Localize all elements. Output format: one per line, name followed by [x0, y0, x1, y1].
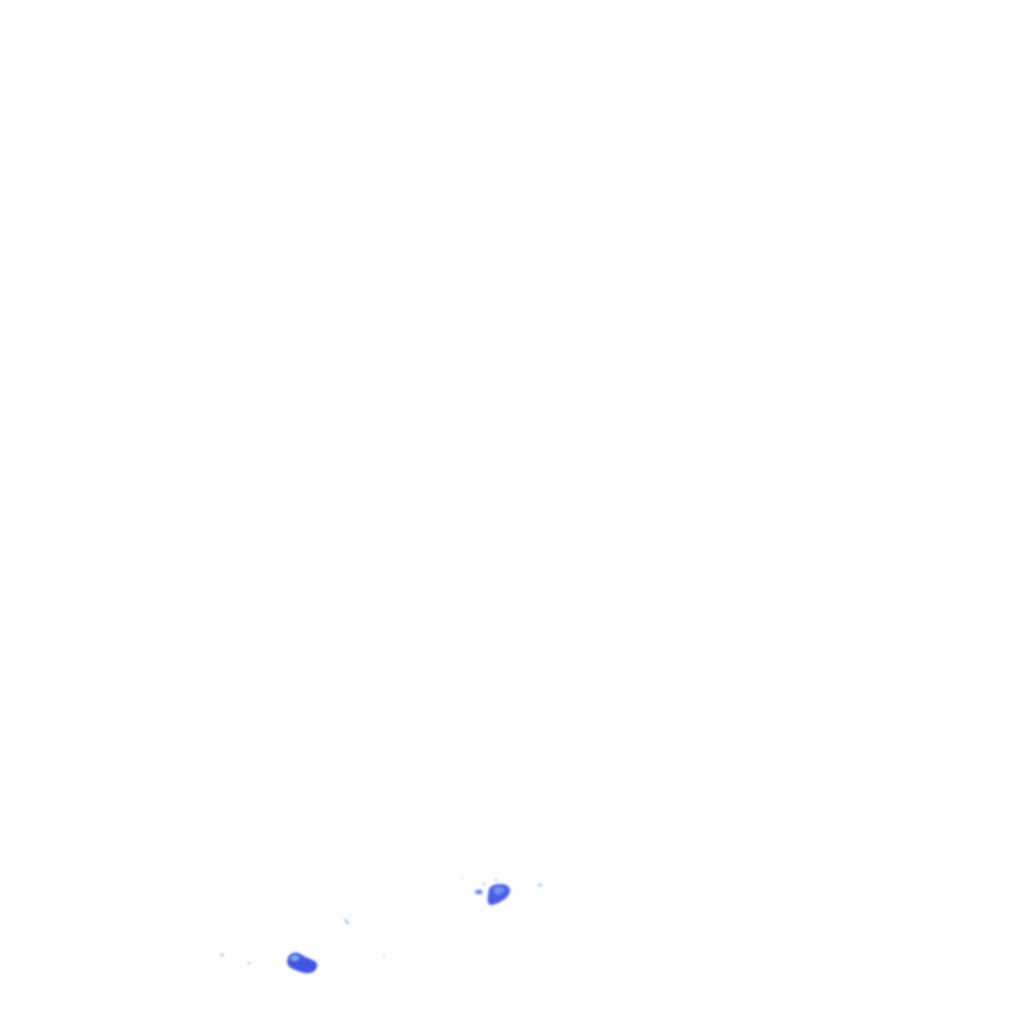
- speck-right-2: [482, 882, 486, 886]
- speck-right-3: [494, 878, 498, 882]
- blob-large-left-highlight: [291, 955, 300, 962]
- speck-left-2: [247, 961, 251, 965]
- speck-mid-2: [382, 955, 386, 957]
- blob-cluster-middle: [343, 918, 386, 957]
- speck-mid-1: [343, 918, 350, 925]
- speck-right-5: [461, 877, 463, 879]
- blob-cluster-right: [461, 877, 543, 906]
- speck-right-1: [475, 889, 483, 895]
- blob-large-left: [287, 952, 318, 974]
- blob-large-right-highlight: [494, 886, 505, 895]
- blob-cluster-left: [220, 952, 318, 974]
- speck-left-1: [220, 953, 224, 957]
- speck-right-4: [537, 883, 543, 887]
